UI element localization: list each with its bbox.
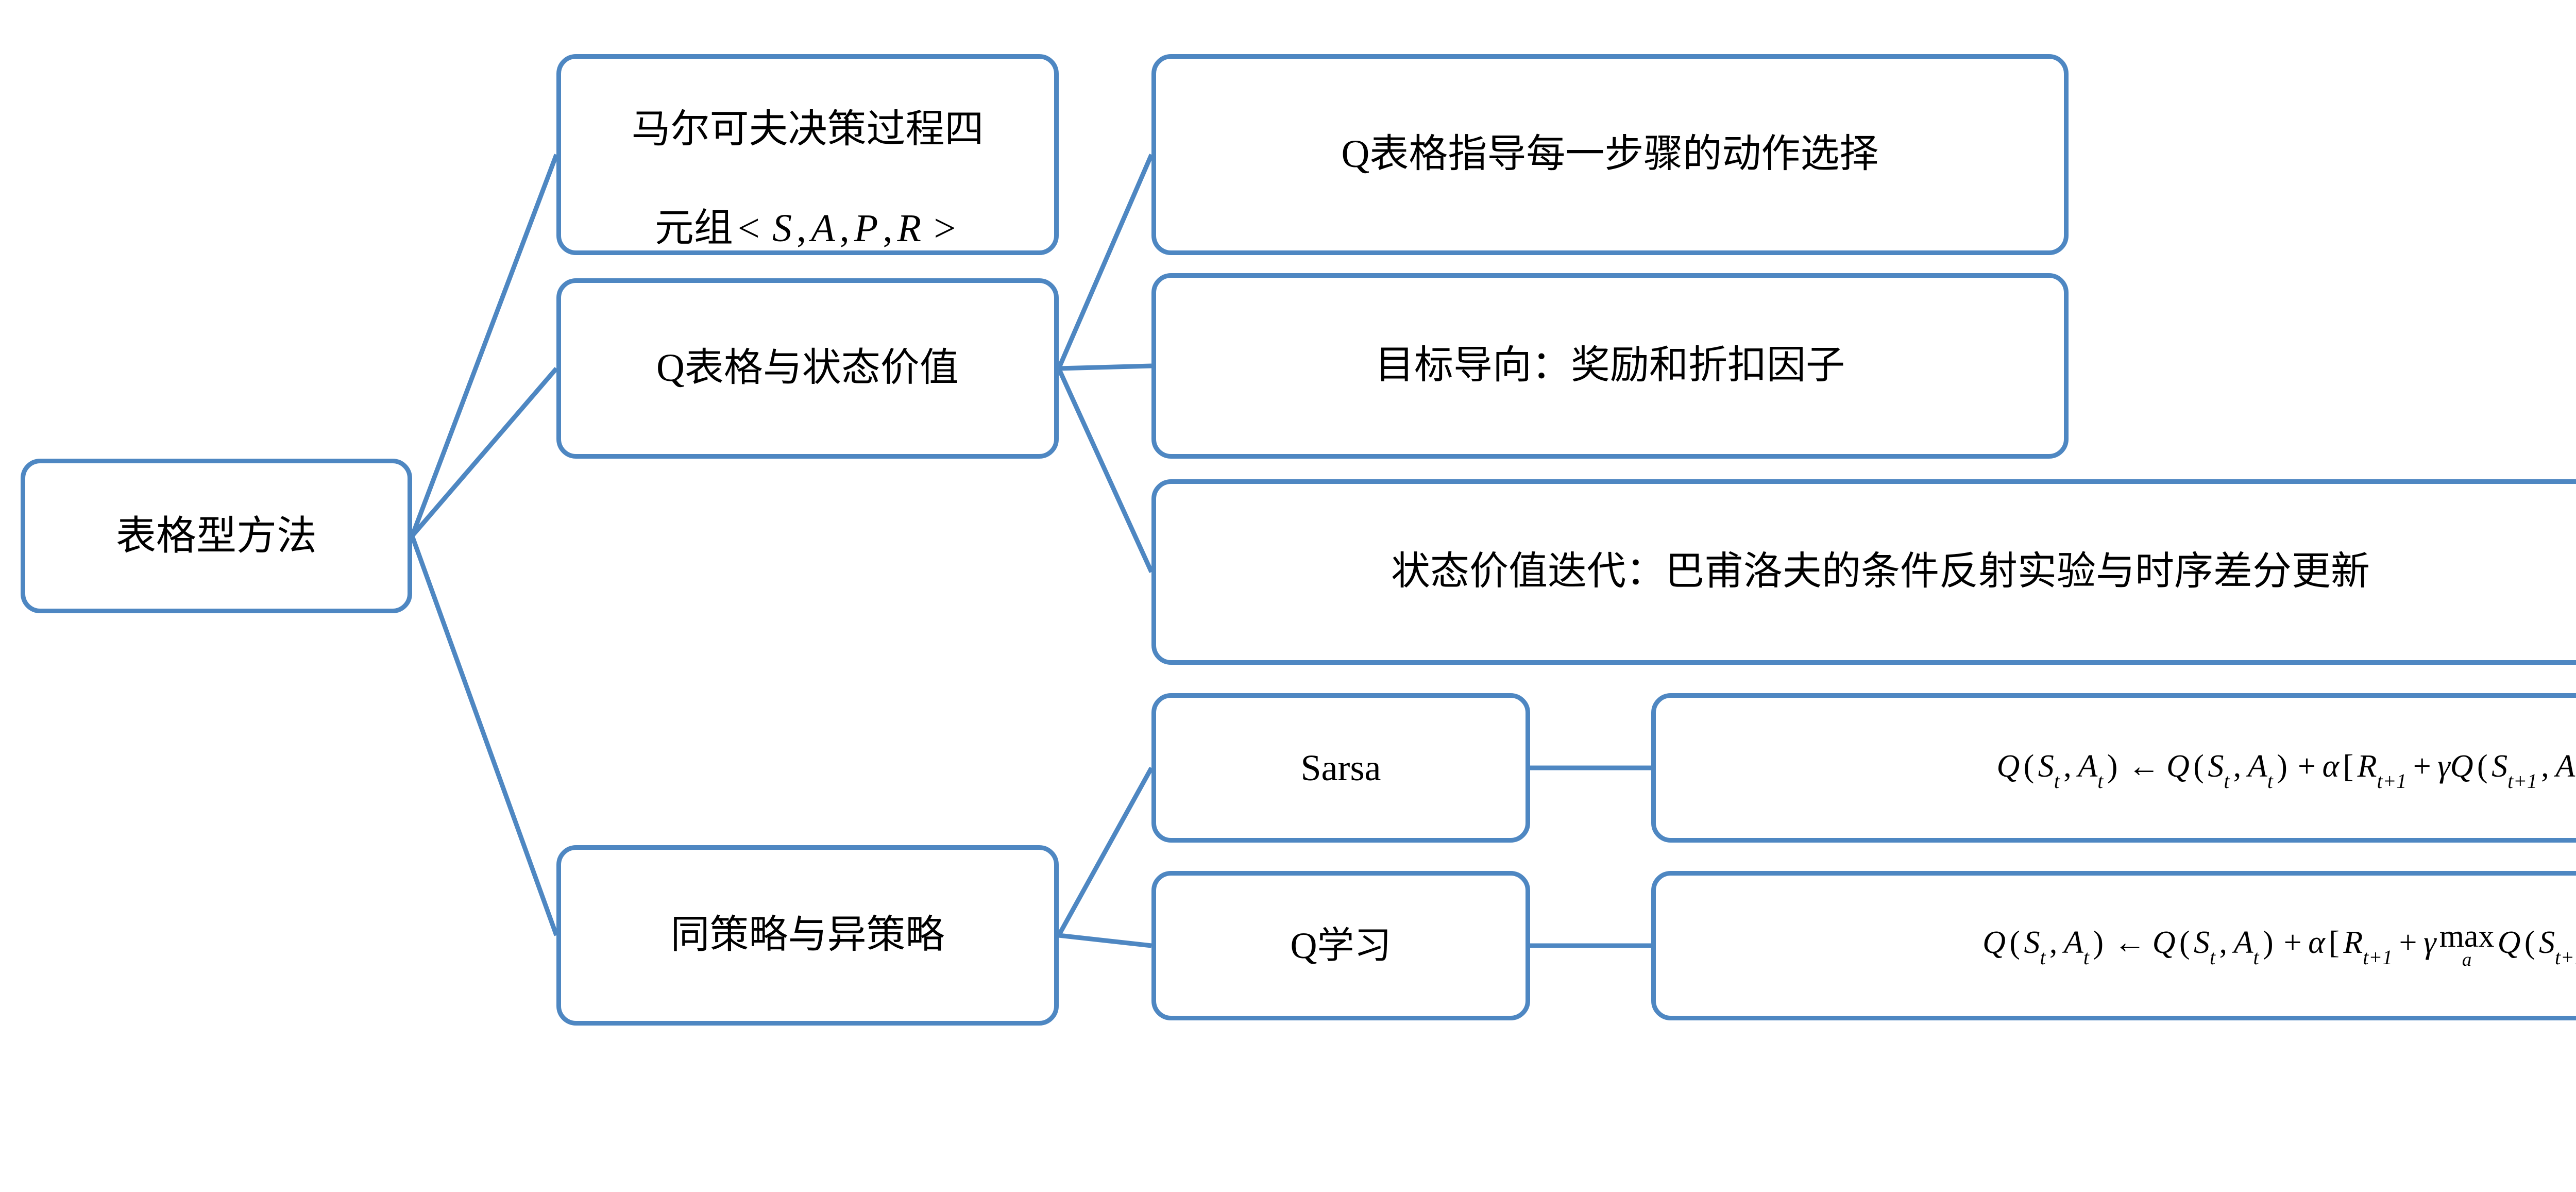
node-state-value-iteration-pavlov-td[interactable]: 状态价值迭代：巴甫洛夫的条件反射实验与时序差分更新 [1151, 479, 2576, 665]
sym-R: R [897, 206, 921, 250]
node-goal-oriented-reward-discount[interactable]: 目标导向：奖励和折扣因子 [1151, 273, 2069, 459]
node-qlearn-label: Q学习 [1290, 925, 1392, 966]
node-leaf3-label: 状态价值迭代：巴甫洛夫的条件反射实验与时序差分更新 [1391, 550, 2370, 594]
node-root-label: 表格型方法 [115, 513, 317, 558]
edge-policy-sarsa [1057, 766, 1154, 937]
node-sarsa-update-equation[interactable]: Q(St, At) ← Q(St, At) + α[Rt+1 + γQ(St+1… [1651, 693, 2576, 843]
node-root-tabular-methods[interactable]: 表格型方法 [21, 459, 412, 613]
node-leaf1-label: Q表格指导每一步骤的动作选择 [1341, 132, 1879, 176]
node-onpolicy-offpolicy[interactable]: 同策略与异策略 [556, 845, 1059, 1026]
sym-A: A [811, 206, 835, 250]
node-qtable-and-state-value[interactable]: Q表格与状态价值 [556, 278, 1059, 459]
sym-S: S [772, 206, 792, 250]
edge-root-mdp [410, 154, 559, 537]
edge-root-qtable [410, 367, 558, 538]
node-sarsa-label: Sarsa [1300, 747, 1381, 788]
edge-qtable-leaf3 [1056, 367, 1154, 573]
mdp-tuple-math: < S,A,P,R > [733, 204, 961, 254]
node-qtable-label: Q表格与状态价值 [656, 346, 959, 390]
node-q-learning[interactable]: Q学习 [1151, 871, 1530, 1020]
edge-policy-qlearn [1058, 933, 1152, 948]
angle-open: < [737, 206, 760, 250]
sym-P: P [854, 206, 878, 250]
node-mdp-label: 马尔可夫决策过程四 元组< S,A,P,R > [622, 56, 993, 254]
node-policy-label: 同策略与异策略 [670, 913, 945, 957]
sarsa-equation: Q(St, At) ← Q(St, At) + α[Rt+1 + γQ(St+1… [1996, 748, 2576, 793]
node-leaf2-label: 目标导向：奖励和折扣因子 [1375, 344, 1845, 388]
mdp-line2-prefix: 元组 [654, 206, 733, 250]
edge-qtable-leaf2 [1058, 363, 1152, 371]
node-markov-decision-process[interactable]: 马尔可夫决策过程四 元组< S,A,P,R > [556, 54, 1059, 255]
mdp-line1: 马尔可夫决策过程四 [631, 108, 984, 152]
node-qtable-guides-action-selection[interactable]: Q表格指导每一步骤的动作选择 [1151, 54, 2069, 255]
edge-root-policy [410, 535, 559, 936]
angle-close: > [934, 206, 956, 250]
node-sarsa[interactable]: Sarsa [1151, 693, 1530, 843]
edge-qtable-leaf1 [1056, 154, 1154, 370]
